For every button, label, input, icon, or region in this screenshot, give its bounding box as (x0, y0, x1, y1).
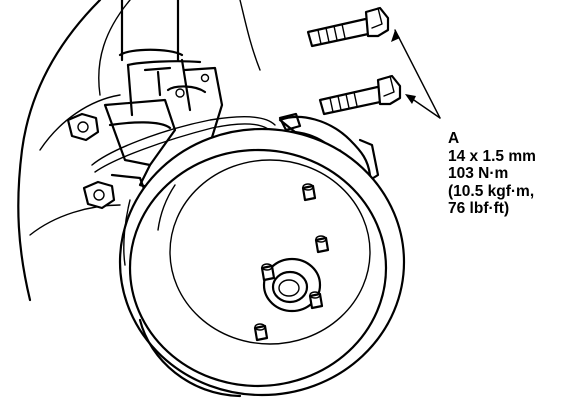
knuckle-nut-lower (82, 180, 116, 210)
torque-kgfm-spec: (10.5 kgf·m, (448, 182, 535, 200)
wheel-stud-4 (253, 323, 269, 342)
torque-spec-callout: A 14 x 1.5 mm 103 N·m (10.5 kgf·m, 76 lb… (448, 130, 536, 218)
dust-shield (123, 184, 176, 266)
wheel-stud-2 (314, 235, 330, 254)
caliper-bolt-upper (306, 6, 390, 48)
knuckle-nut-upper (66, 112, 100, 142)
bolt-size-spec: 14 x 1.5 mm (448, 147, 536, 165)
torque-lbfft-spec: 76 lbf·ft) (448, 200, 510, 217)
callout-leader-lines (391, 29, 441, 119)
callout-letter: A (448, 130, 460, 147)
wheel-stud-5 (301, 183, 317, 202)
wheel-hub (262, 257, 322, 313)
wheel-stud-1 (260, 263, 276, 282)
brake-disc (118, 127, 406, 398)
caliper-bolt-lower (318, 74, 402, 116)
torque-nm-spec: 103 N·m (448, 165, 509, 182)
wheel-stud-3 (308, 291, 324, 310)
